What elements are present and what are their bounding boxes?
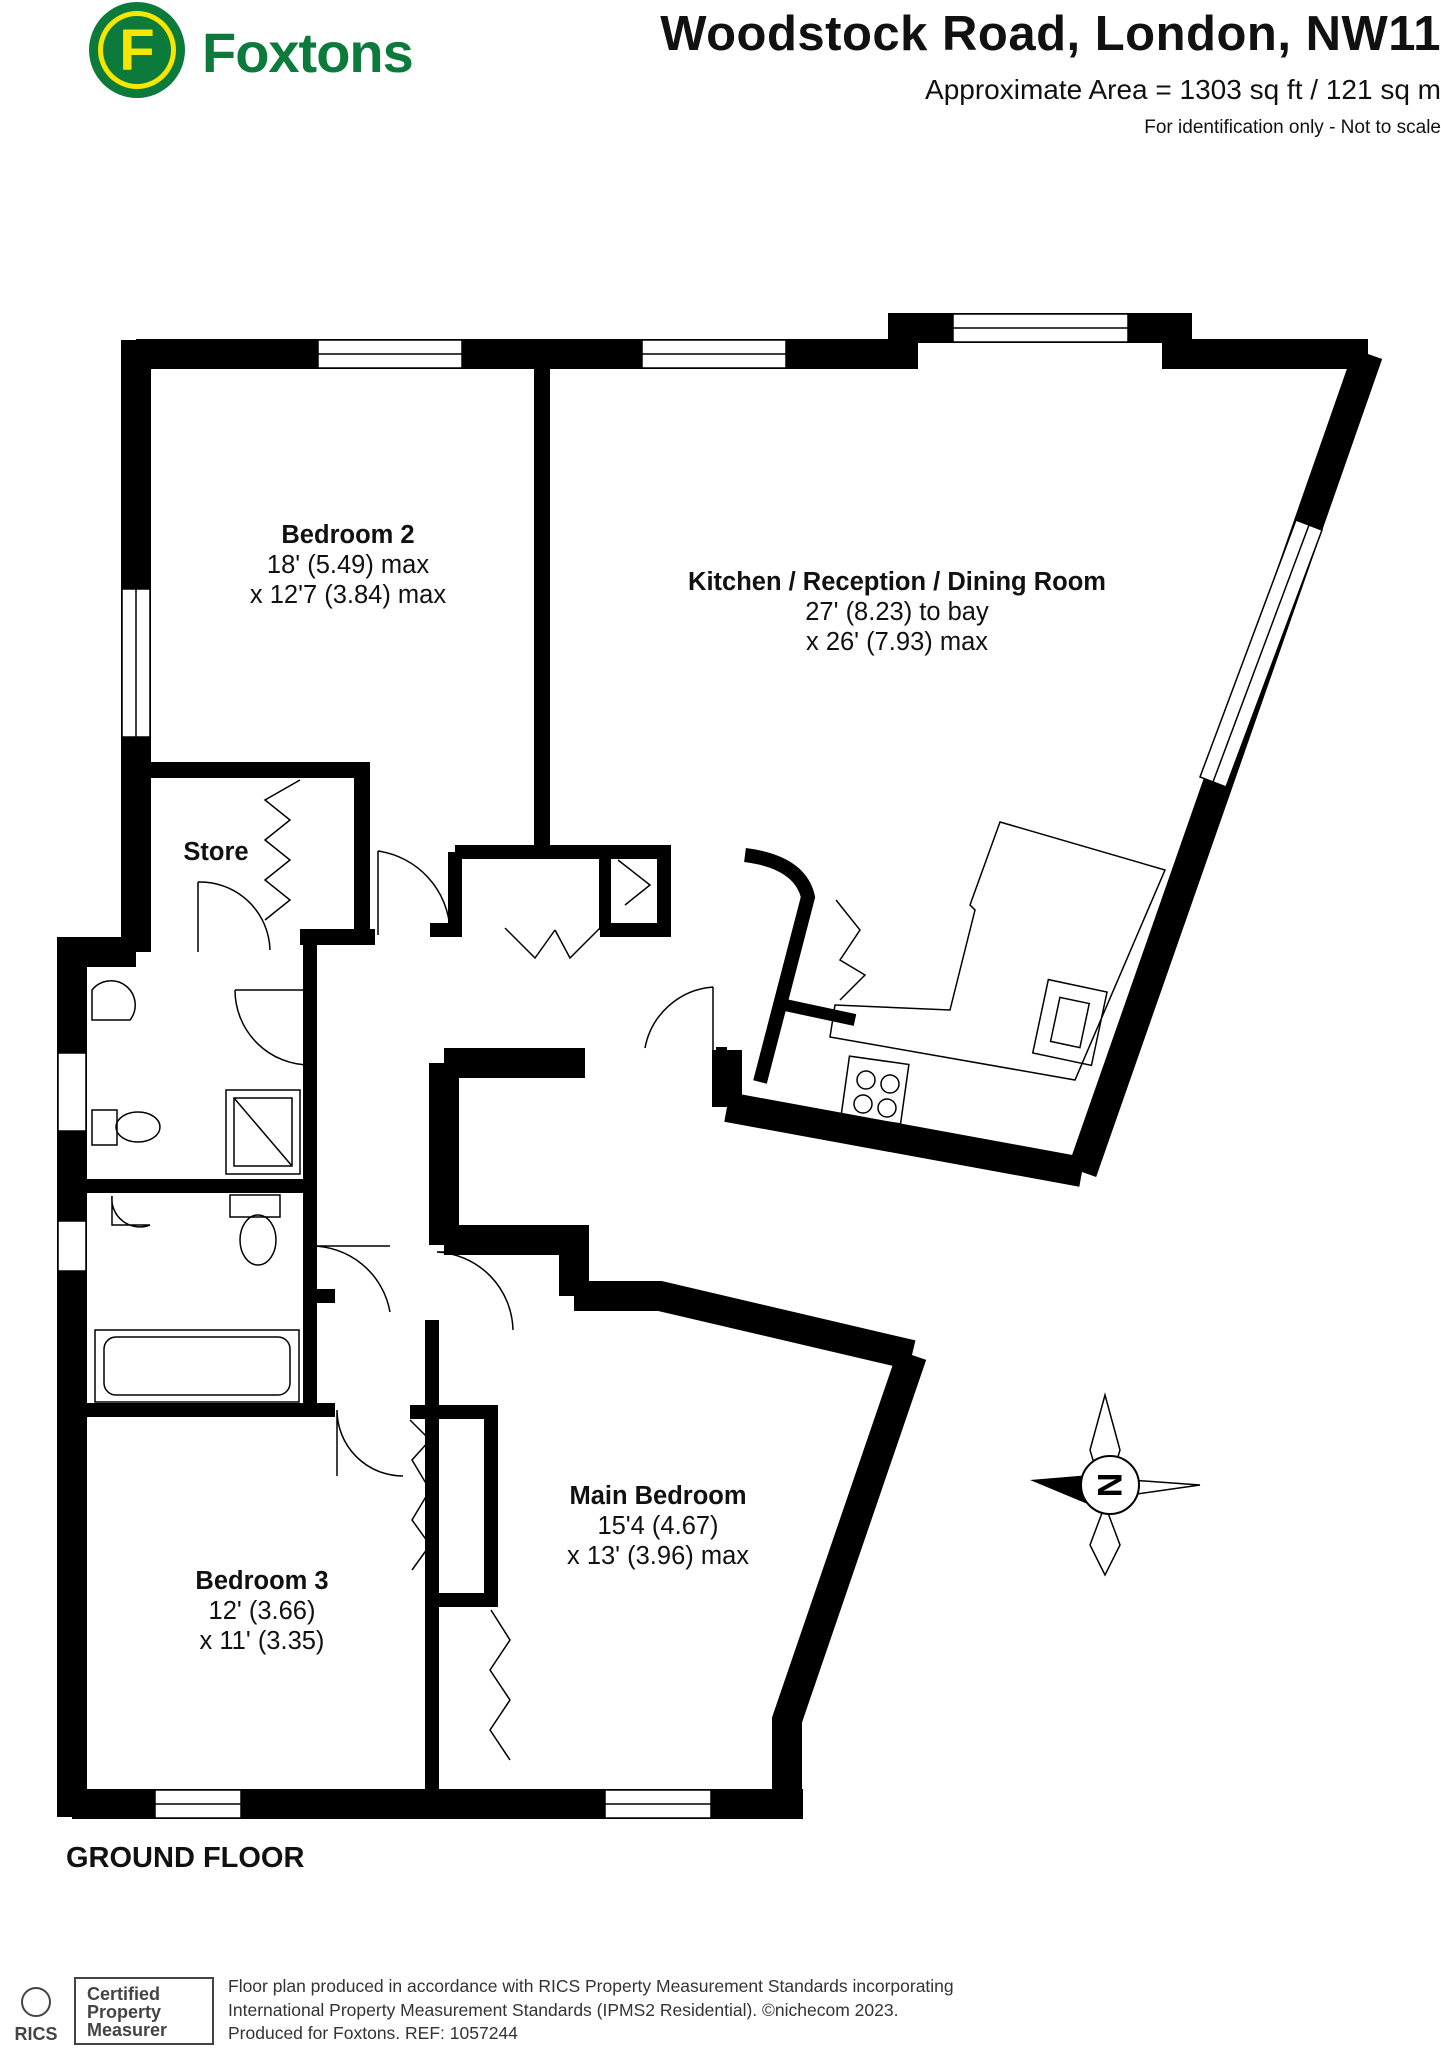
room-dim-2: x 13' (3.96) max <box>566 1542 750 1570</box>
room-label-bedroom-2: Bedroom 2 18' (5.49) max x 12'7 (3.84) m… <box>250 520 446 610</box>
footer-notes: Floor plan produced in accordance with R… <box>228 1975 954 2046</box>
room-dim-2: x 26' (7.93) max <box>805 628 989 656</box>
cert-line2: Property <box>87 2002 161 2022</box>
brand-name: Foxtons <box>202 21 413 84</box>
approximate-area: Approximate Area = 1303 sq ft / 121 sq m <box>925 74 1441 105</box>
logo-letter: F <box>119 18 154 83</box>
floor-label: GROUND FLOOR <box>66 1842 305 1874</box>
rics-text: RICS <box>14 2024 57 2044</box>
footer-line-1: Floor plan produced in accordance with R… <box>228 1976 954 1996</box>
room-name: Main Bedroom <box>569 1482 747 1510</box>
room-label-main-bedroom: Main Bedroom 15'4 (4.67) x 13' (3.96) ma… <box>567 1481 749 1571</box>
room-dim-1: 27' (8.23) to bay <box>805 598 989 626</box>
compass: N <box>1030 1392 1201 1577</box>
room-dim-1: 12' (3.66) <box>208 1597 316 1625</box>
cert-line3: Measurer <box>87 2020 167 2040</box>
room-name: Bedroom 2 <box>281 521 415 549</box>
cert-line1: Certified <box>87 1984 160 2004</box>
windows <box>57 313 1323 1819</box>
bathroom-fixtures <box>91 980 301 1403</box>
room-name: Bedroom 3 <box>195 1567 329 1595</box>
room-dim-2: x 12'7 (3.84) max <box>249 581 447 609</box>
room-dim-1: 15'4 (4.67) <box>597 1512 719 1540</box>
room-label-bedroom-3: Bedroom 3 12' (3.66) x 11' (3.35) <box>195 1566 328 1656</box>
room-label-kitchen: Kitchen / Reception / Dining Room 27' (8… <box>688 567 1106 657</box>
foxtons-logo: F Foxtons <box>89 2 414 98</box>
footer-line-3: Produced for Foxtons. REF: 1057244 <box>228 2023 518 2043</box>
kitchen-units <box>829 821 1167 1125</box>
room-dim-2: x 11' (3.35) <box>199 1627 325 1655</box>
room-name: Store <box>183 838 249 866</box>
doors <box>197 779 867 1761</box>
disclaimer: For identification only - Not to scale <box>1144 117 1441 138</box>
footer-line-2: International Property Measurement Stand… <box>228 1999 899 2020</box>
room-label-store: Store <box>183 837 248 867</box>
room-dim-1: 18' (5.49) max <box>266 551 430 579</box>
rics-certification: RICS Certified Property Measurer <box>0 1976 214 2046</box>
room-name: Kitchen / Reception / Dining Room <box>688 568 1106 596</box>
property-title: Woodstock Road, London, NW11 <box>660 7 1441 61</box>
compass-label: N <box>1090 1473 1128 1498</box>
